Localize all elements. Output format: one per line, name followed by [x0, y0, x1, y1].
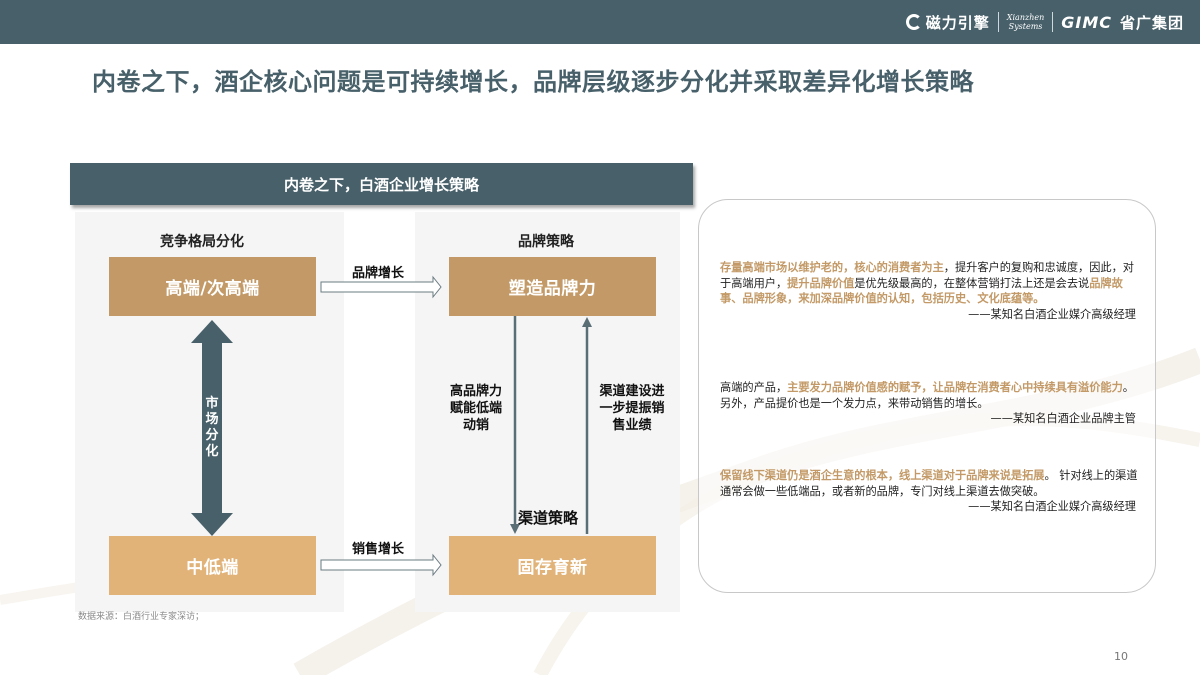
quote-highlight: 品牌故事、品牌形象，来加深品牌价值的认知，包括历史、文化底蕴等。	[720, 276, 1123, 306]
diagram-header: 内卷之下，白酒企业增长策略	[70, 163, 693, 205]
mid-low-end-box: 中低端	[109, 536, 316, 595]
competition-label: 竞争格局分化	[160, 234, 244, 250]
label-line: 赋能低端	[449, 401, 502, 416]
quote-attribution: ——某知名白酒企业媒介高级经理	[968, 500, 1136, 513]
logo-divider	[1052, 12, 1054, 32]
quote-attribution: ——某知名白酒企业品牌主管	[990, 412, 1136, 425]
label-line: 售业绩	[612, 418, 652, 433]
label-line: 一步提振销	[599, 401, 665, 416]
cili-engine-logo: 磁力引擎	[905, 12, 990, 33]
logo-divider	[997, 12, 999, 32]
quote-attribution: ——某知名白酒企业媒介高级经理	[968, 307, 1136, 321]
xianzhen-logo: Xianzhen Systems	[1007, 13, 1044, 31]
quote-text: 。 针对线上的渠道通常会做一些低端品，或者新的品牌，专门对线上渠道去做突破。	[720, 469, 1138, 498]
data-source-note: 数据来源：白酒行业专家深访；	[78, 612, 205, 622]
label-line: 高品牌力	[449, 384, 502, 399]
quote-highlight: 存量高端市场以维护老的，核心的消费者为主	[720, 261, 944, 274]
xianzhen-line1: Xianzhen	[1006, 13, 1045, 22]
quotes-card	[698, 199, 1156, 593]
quote-1: 存量高端市场以维护老的，核心的消费者为主，提升客户的复购和忠诚度，因此，对于高端…	[720, 260, 1140, 322]
quote-highlight: 主要发力品牌价值感的赋予，让品牌在消费者心中持续具有溢价能力	[787, 381, 1123, 394]
build-brand-power-box: 塑造品牌力	[449, 257, 656, 316]
channel-strategy-label: 渠道策略	[518, 509, 579, 527]
brand-logos: 磁力引擎 Xianzhen Systems GIMC 省广集团	[905, 0, 1184, 44]
shengguang-logo: 省广集团	[1119, 13, 1184, 32]
quote-2: 高端的产品，主要发力品牌价值感的赋予，让品牌在消费者心中持续具有溢价能力。另外，…	[720, 380, 1140, 427]
quote-highlight: 提升品牌价值	[787, 276, 855, 290]
quote-3: 保留线下渠道仍是酒企生意的根本，线上渠道对于品牌来说是拓展。 针对线上的渠道通常…	[720, 468, 1140, 515]
retain-and-grow-box: 固存育新	[449, 536, 656, 595]
quote-text: 。另外，产品提价也是一个发力点，来带动销售的增长。	[720, 381, 1134, 410]
brand-growth-label: 品牌增长	[352, 266, 405, 281]
page-number: 10	[1114, 650, 1128, 663]
quote-text: ，提升客户的复购和忠诚度，因此，对于高端用户，	[720, 261, 1134, 290]
top-bar: 磁力引擎 Xianzhen Systems GIMC 省广集团	[0, 0, 1200, 44]
market-split-label: 市场分化	[205, 396, 219, 459]
gimc-logo: GIMC	[1061, 12, 1112, 32]
high-end-box: 高端/次高端	[109, 257, 316, 316]
quote-highlight: 保留线下渠道仍是酒企生意的根本，线上渠道对于品牌来说是拓展	[720, 469, 1045, 482]
label-line: 渠道建设进	[599, 384, 665, 399]
xianzhen-line2: Systems	[1008, 22, 1043, 31]
quote-text: 是优先级最高的，在整体营销打法上还是会去说	[854, 276, 1090, 290]
brand-empowers-low-end-label: 高品牌力 赋能低端 动销	[440, 383, 512, 434]
page-title: 内卷之下，酒企核心问题是可持续增长，品牌层级逐步分化并采取差异化增长策略	[92, 68, 974, 96]
label-line: 动销	[462, 418, 489, 433]
channel-boost-sales-label: 渠道建设进 一步提振销 售业绩	[591, 383, 673, 434]
quote-text: 高端的产品，	[720, 381, 788, 394]
sales-growth-label: 销售增长	[352, 542, 405, 557]
cili-c-icon	[905, 14, 922, 30]
cili-engine-name: 磁力引擎	[925, 13, 990, 32]
brand-strategy-label: 品牌策略	[518, 234, 574, 250]
